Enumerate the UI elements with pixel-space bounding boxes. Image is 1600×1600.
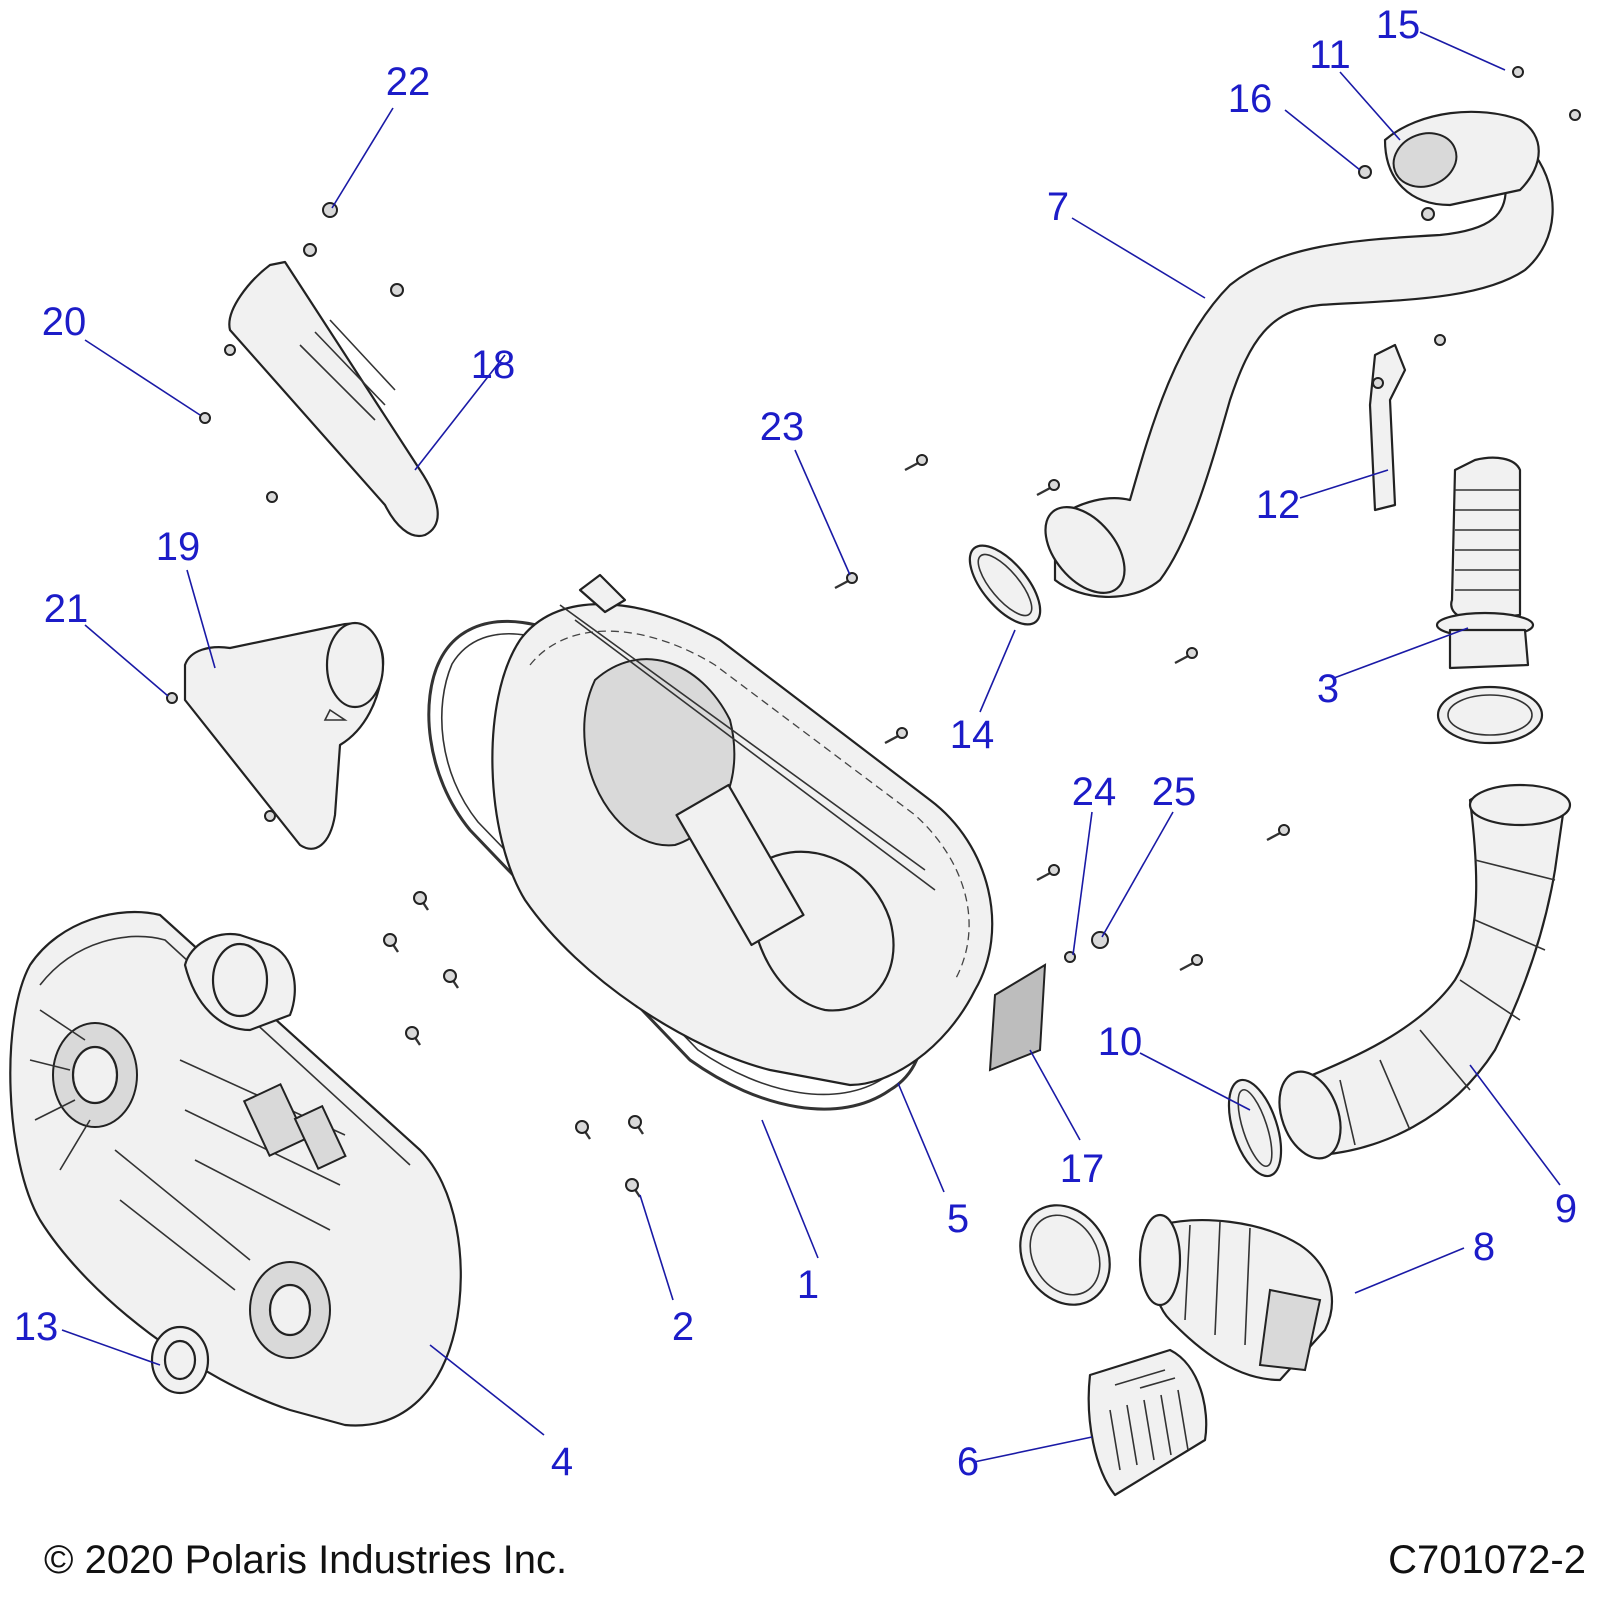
- callout-21: 21: [44, 587, 89, 631]
- callout-6: 6: [957, 1440, 979, 1484]
- callout-22: 22: [386, 60, 431, 104]
- callout-11: 11: [1309, 33, 1351, 77]
- callout-25: 25: [1152, 770, 1197, 814]
- callout-8: 8: [1473, 1225, 1495, 1269]
- callout-10: 10: [1098, 1020, 1143, 1064]
- callout-4: 4: [551, 1440, 573, 1484]
- callout-14: 14: [950, 713, 995, 757]
- callout-labels: 1 2 3 4 5 6 7 8 9 10 11 12 13 14 15 16 1…: [14, 3, 1577, 1484]
- callout-7: 7: [1047, 185, 1069, 229]
- part-6-screen: [1087, 1348, 1208, 1497]
- part-13-seal: [150, 1325, 210, 1395]
- copyright-notice: © 2020 Polaris Industries Inc.: [44, 1538, 568, 1582]
- callout-12: 12: [1256, 483, 1301, 527]
- part-17-pad: [988, 963, 1047, 1072]
- callout-24: 24: [1072, 770, 1117, 814]
- callout-9: 9: [1555, 1187, 1577, 1231]
- part-9-elbow-hose: [1278, 783, 1572, 1160]
- part-7-intake-duct: [1044, 110, 1554, 598]
- part-12-bracket: [1368, 343, 1407, 512]
- part-5-inner-clutch-cover: [491, 573, 994, 1087]
- callout-15: 15: [1376, 3, 1421, 47]
- hardware-fasteners: [166, 66, 1581, 1198]
- callout-2: 2: [672, 1305, 694, 1349]
- callout-19: 19: [156, 525, 201, 569]
- callout-17: 17: [1060, 1147, 1105, 1191]
- callout-13: 13: [14, 1305, 59, 1349]
- part-4-outer-clutch-cover: [9, 911, 462, 1427]
- drawing-number: C701072-2: [1388, 1538, 1586, 1582]
- callout-5: 5: [947, 1197, 969, 1241]
- part-8-hose: [1019, 1204, 1333, 1382]
- callout-23: 23: [760, 405, 805, 449]
- callout-20: 20: [42, 300, 87, 344]
- part-18-shield: [228, 260, 439, 538]
- callout-1: 1: [797, 1263, 819, 1307]
- part-10-clamp: [1227, 1078, 1283, 1178]
- callout-16: 16: [1228, 77, 1273, 121]
- callout-18: 18: [471, 343, 516, 387]
- part-19-inlet-duct: [183, 621, 385, 850]
- part-3-filter: [1435, 456, 1544, 745]
- part-14-clamp: [968, 544, 1042, 626]
- leader-lines: [61, 31, 1561, 1463]
- callout-3: 3: [1317, 667, 1339, 711]
